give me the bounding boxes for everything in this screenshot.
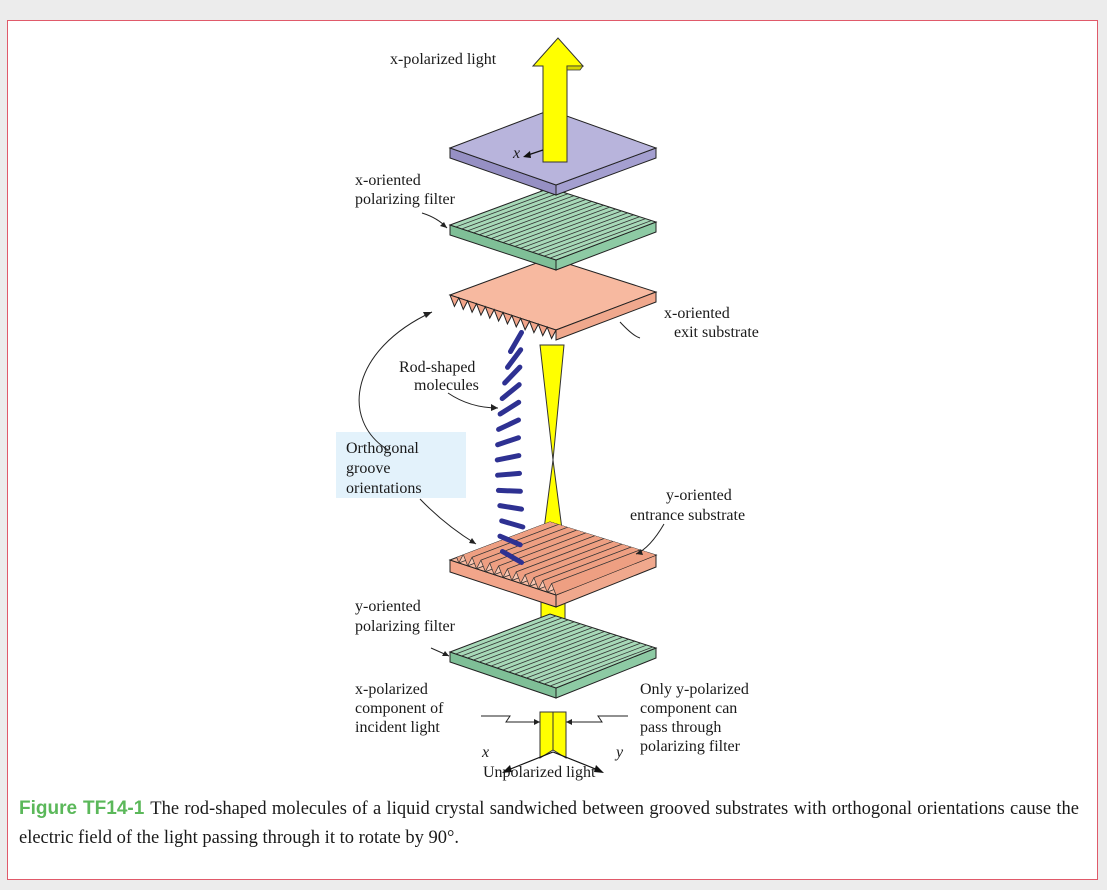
label-only-line3: pass through [640, 719, 721, 736]
orthogonal-label-highlight [336, 432, 466, 498]
label-only-line4: polarizing filter [640, 738, 741, 755]
label-exit-line2: exit substrate [674, 324, 759, 341]
rod-shaped-molecules [494, 329, 526, 565]
entrance-substrate [448, 521, 658, 608]
label-xcomp-line1: x-polarized [355, 681, 428, 698]
exit-substrate [448, 257, 658, 341]
label-orth-line3: orientations [346, 480, 422, 497]
output-arrow [523, 37, 585, 163]
label-y-filter-line1: y-oriented [355, 598, 421, 615]
label-exit-line1: x-oriented [664, 305, 730, 322]
label-only-line2: component can [640, 700, 737, 717]
label-x-filter-line2: polarizing filter [355, 191, 456, 208]
label-orth-line1: Orthogonal [346, 440, 419, 457]
label-xcomp-line2: component of [355, 700, 444, 717]
label-rod-line2: molecules [414, 377, 479, 394]
label-entrance-line1: y-oriented [666, 487, 732, 504]
top-margin [0, 0, 1107, 20]
label-x-axis-bottom: x [481, 744, 489, 761]
input-axes [502, 751, 604, 773]
label-y-filter-line2: polarizing filter [355, 618, 456, 635]
figure-label: Figure TF14-1 [19, 798, 145, 819]
label-entrance-line2: entrance substrate [630, 507, 745, 524]
beam-twist-upper [539, 344, 565, 461]
label-x-filter-line1: x-oriented [355, 172, 421, 189]
label-x-axis-top: x [512, 145, 520, 162]
label-rod-line1: Rod-shaped [399, 359, 475, 376]
x-polarizing-filter [448, 187, 658, 271]
label-unpolarized: Unpolarized light [483, 764, 596, 781]
y-polarizing-filter [448, 613, 658, 699]
label-orth-line2: groove [346, 460, 390, 477]
label-only-line1: Only y-polarized [640, 681, 749, 698]
caption-text: The rod-shaped molecules of a liquid cry… [19, 799, 1079, 848]
label-x-polarized-light: x-polarized light [390, 51, 497, 68]
label-xcomp-line3: incident light [355, 719, 440, 736]
label-y-axis-bottom: y [614, 744, 624, 761]
